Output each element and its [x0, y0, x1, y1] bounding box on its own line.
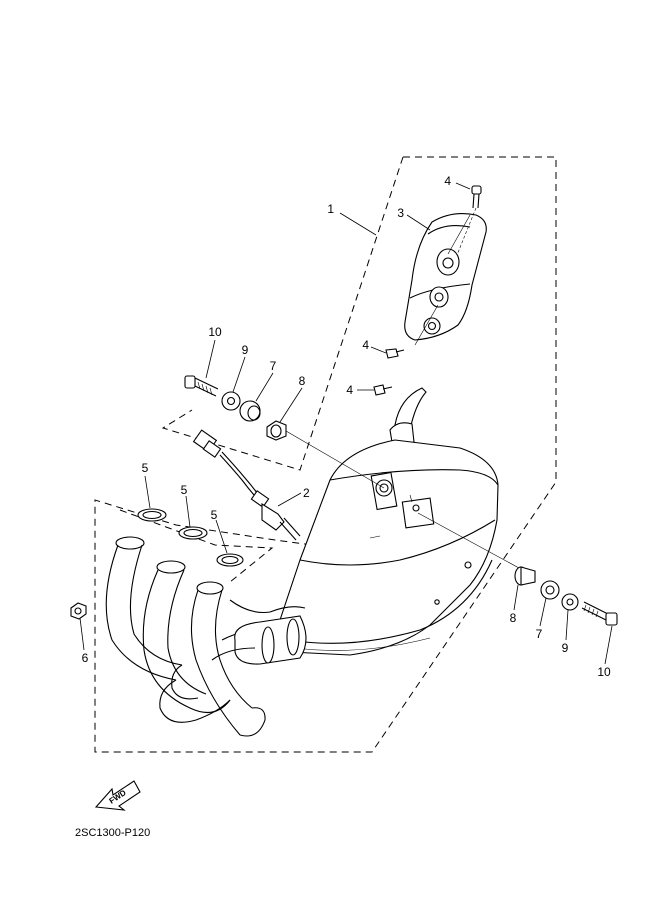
callout-8-left: 8 — [299, 374, 306, 388]
callout-4-bottom: 4 — [346, 383, 353, 397]
bolt-middle — [385, 348, 405, 359]
callout-9-right: 9 — [562, 641, 569, 655]
mount-stack-left — [184, 375, 385, 489]
callout-10-right: 10 — [597, 665, 611, 679]
diagram-code: 2SC1300-P120 — [75, 827, 150, 839]
gasket-2-inner — [183, 528, 203, 538]
gasket-2 — [178, 526, 208, 540]
callout-5-right: 5 — [211, 508, 218, 522]
callout-3: 3 — [397, 206, 404, 220]
o2-sensor — [192, 429, 301, 541]
callout-10-left: 10 — [208, 325, 222, 339]
callout-5-middle: 5 — [181, 483, 188, 497]
assembly-boundary — [94, 156, 557, 753]
fwd-arrow-icon: FWD — [94, 780, 141, 811]
callout-8-right: 8 — [510, 611, 517, 625]
leader-lines — [79, 182, 613, 665]
nut — [70, 602, 87, 620]
gasket-1 — [137, 508, 167, 522]
muffler — [278, 387, 499, 656]
bolt-bottom — [373, 384, 393, 396]
callout-4-middle: 4 — [362, 338, 369, 352]
callout-9-left: 9 — [242, 343, 249, 357]
heat-protector — [404, 213, 487, 346]
callout-5-left: 5 — [142, 461, 149, 475]
gasket-3 — [216, 553, 244, 567]
bolt-top — [456, 185, 482, 256]
gasket-3-inner — [221, 555, 239, 565]
callout-7-left: 7 — [270, 359, 277, 373]
callout-7-right: 7 — [536, 627, 543, 641]
callout-1: 1 — [327, 202, 334, 216]
exhaust-pipes — [105, 536, 307, 737]
mount-stack-right — [417, 512, 618, 626]
callout-2: 2 — [303, 486, 310, 500]
callout-4-top: 4 — [444, 174, 451, 188]
gasket-1-inner — [142, 510, 162, 520]
callout-6: 6 — [82, 651, 89, 665]
